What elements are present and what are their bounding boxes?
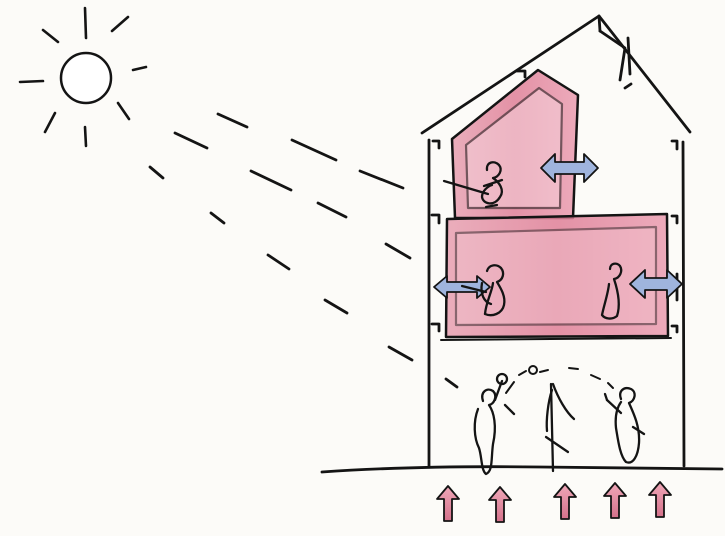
ball-trajectory	[506, 366, 613, 393]
middle-floor-room	[446, 214, 668, 337]
sunlight-rays	[150, 114, 457, 387]
sun-icon	[20, 8, 146, 146]
ground-heat-arrows	[437, 482, 671, 522]
upper-floor-room	[452, 70, 578, 218]
ground-floor-play-space	[441, 338, 671, 340]
ground-line	[322, 467, 722, 472]
